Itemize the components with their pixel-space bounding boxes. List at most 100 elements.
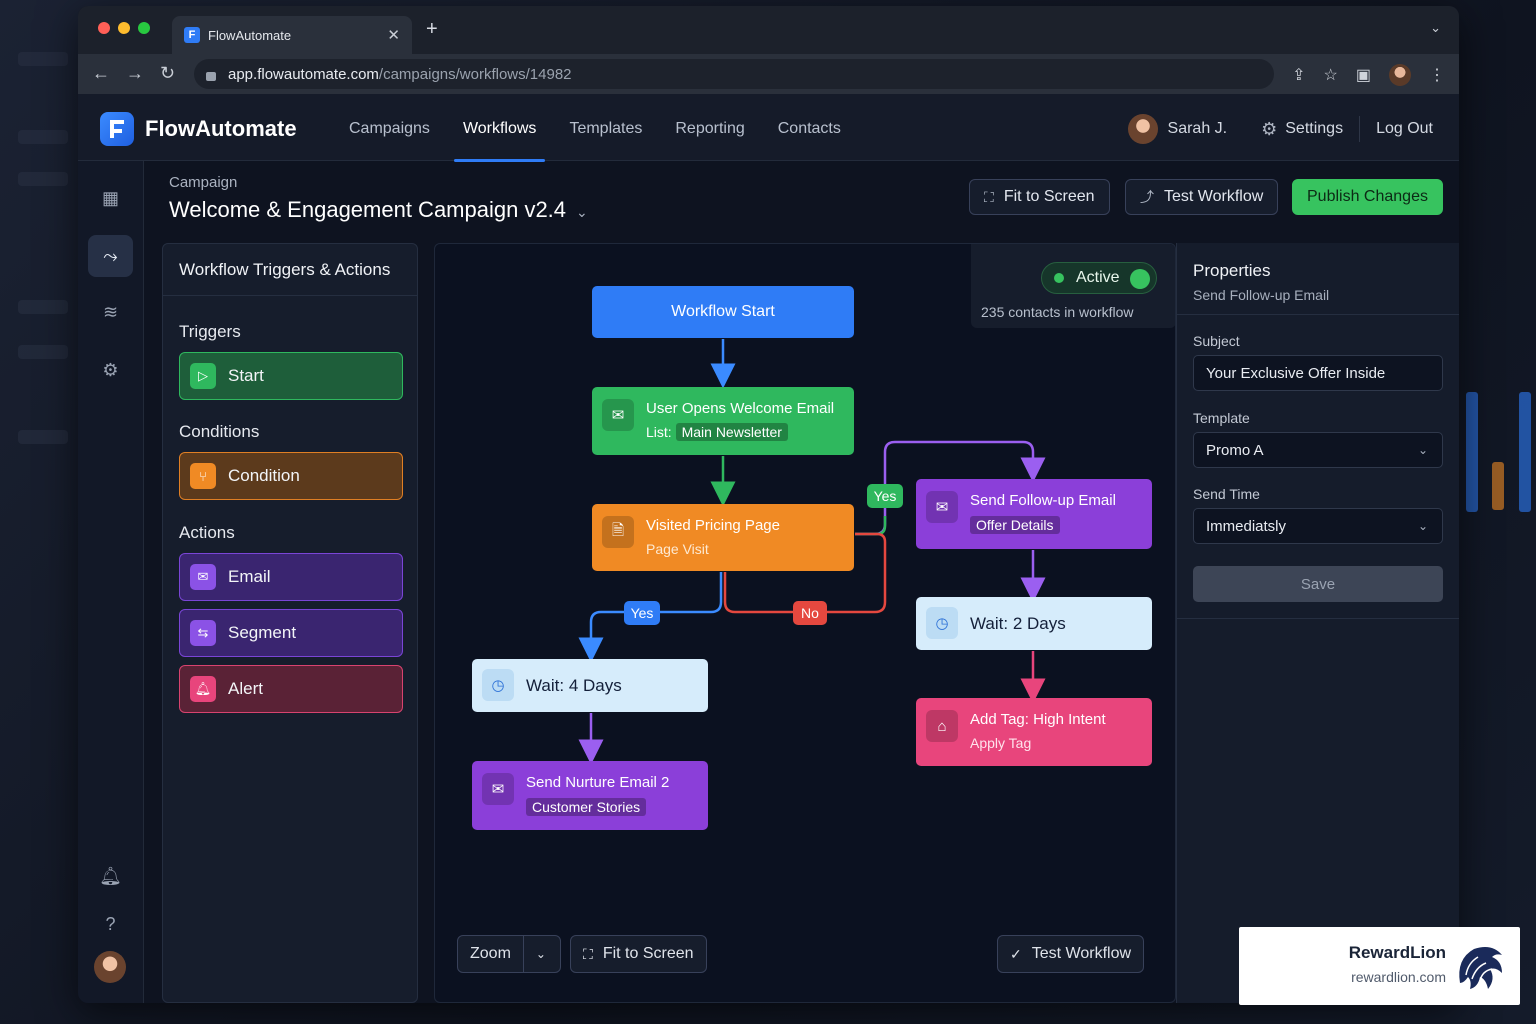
campaign-title[interactable]: Welcome & Engagement Campaign v2.4⌄ (169, 197, 588, 223)
palette-alert-action[interactable]: 🔔︎Alert (179, 665, 403, 713)
yes-branch-label: Yes (867, 484, 903, 508)
bg-blur-bar (1519, 392, 1531, 512)
sidebar-user-avatar[interactable] (94, 951, 126, 983)
fit-to-screen-button[interactable]: ⛶ Fit to Screen (969, 179, 1110, 215)
more-menu-icon[interactable]: ⋮ (1429, 67, 1445, 84)
palette-condition[interactable]: ⑂Condition (179, 452, 403, 500)
node-title: Send Nurture Email 2 (526, 774, 670, 791)
send-time-select[interactable]: Immediatsly⌄ (1193, 508, 1443, 544)
workflow-icon[interactable]: ⤳ (88, 235, 133, 277)
status-label: Active (1076, 269, 1120, 286)
workflow-canvas[interactable]: Active 235 contacts in workflow Workflow… (434, 243, 1176, 1003)
palette-label: Start (228, 366, 264, 385)
no-branch-label: No (793, 601, 827, 625)
chevron-down-icon: ⌄ (1417, 443, 1428, 457)
app-logo-icon[interactable] (100, 112, 134, 146)
publish-changes-button[interactable]: Publish Changes (1292, 179, 1443, 215)
expand-icon: ⛶ (984, 188, 994, 205)
node-workflow-start[interactable]: Workflow Start (592, 286, 854, 338)
node-add-tag-high-intent[interactable]: ⌂ Add Tag: High Intent Apply Tag (916, 698, 1152, 766)
rewardlion-watermark: RewardLion rewardlion.com (1239, 927, 1520, 1005)
maximize-window-button[interactable] (138, 22, 150, 34)
template-label: Template (1193, 410, 1250, 426)
fit-to-screen-label: Fit to Screen (1003, 188, 1095, 205)
test-workflow-button[interactable]: ⤴Test Workflow (1125, 179, 1279, 215)
url-path: /campaigns/workflows/14982 (378, 65, 572, 83)
bookmark-star-icon[interactable]: ☆ (1323, 67, 1338, 84)
node-visited-pricing-page[interactable]: 🗎 Visited Pricing Page Page Visit (592, 504, 854, 571)
node-user-opens-welcome-email[interactable]: ✉ User Opens Welcome Email List: Main Ne… (592, 387, 854, 455)
nav-templates[interactable]: Templates (569, 120, 643, 137)
check-circle-icon: ✓ (1010, 945, 1022, 962)
publish-label: Publish Changes (1307, 188, 1428, 205)
minimize-window-button[interactable] (118, 22, 130, 34)
nav-campaigns[interactable]: Campaigns (349, 120, 430, 137)
palette-email-action[interactable]: ✉Email (179, 553, 403, 601)
brand-name[interactable]: FlowAutomate (145, 116, 297, 141)
subject-label: Subject (1193, 333, 1240, 349)
settings-link[interactable]: Settings (1285, 120, 1344, 137)
nav-workflows[interactable]: Workflows (453, 120, 545, 162)
active-status-toggle[interactable]: Active (1041, 262, 1157, 294)
zoom-control[interactable]: Zoom ⌄ (457, 935, 561, 973)
address-bar[interactable]: app.flowautomate.com/campaigns/workflows… (194, 59, 1274, 89)
settings-icon[interactable]: ⚙ (102, 359, 119, 380)
logout-link[interactable]: Log Out (1376, 120, 1433, 137)
share-icon[interactable]: ⇪ (1292, 67, 1306, 84)
triggers-heading: Triggers (179, 322, 241, 341)
fit-label: Fit to Screen (602, 945, 694, 962)
forward-arrow-icon[interactable]: → (126, 63, 144, 83)
browser-toolbar: ← → ↻ app.flowautomate.com/campaigns/wor… (78, 54, 1459, 94)
campaign-label: Campaign (169, 174, 238, 191)
zoom-chevron-icon[interactable]: ⌄ (522, 936, 558, 972)
test-flow-icon: ⤴ (1140, 189, 1154, 205)
subject-input[interactable]: Your Exclusive Offer Inside (1193, 355, 1443, 391)
app-top-nav: FlowAutomate Campaigns Workflows Templat… (78, 94, 1459, 162)
node-wait-4-days[interactable]: ◷ Wait: 4 Days (472, 659, 708, 712)
node-title: Add Tag: High Intent (970, 711, 1106, 728)
user-avatar[interactable] (1127, 114, 1158, 144)
help-icon[interactable]: ? (105, 913, 116, 934)
sidebar-toggle-icon[interactable]: ▣ (1355, 67, 1371, 84)
clock-icon: ◷ (926, 607, 958, 639)
nav-reporting[interactable]: Reporting (675, 120, 745, 137)
node-wait-2-days[interactable]: ◷ Wait: 2 Days (916, 597, 1152, 650)
nav-contacts[interactable]: Contacts (777, 120, 841, 137)
browser-window: F FlowAutomate ✕ + ⌄ ← → ↻ app.flowautom… (78, 6, 1459, 1003)
palette-start-trigger[interactable]: ▷Start (179, 352, 403, 400)
canvas-fit-to-screen-button[interactable]: ⛶Fit to Screen (570, 935, 707, 973)
node-chip: Offer Details (970, 516, 1060, 534)
profile-avatar[interactable] (1389, 64, 1411, 86)
back-arrow-icon[interactable]: ← (92, 63, 110, 83)
chevron-down-icon[interactable]: ⌄ (576, 204, 588, 220)
main-menu: Campaigns Workflows Templates Reporting … (349, 120, 874, 162)
template-select[interactable]: Promo A⌄ (1193, 432, 1443, 468)
user-area: Sarah J. ⚙ Settings Log Out (1127, 114, 1433, 144)
save-button[interactable]: Save (1193, 566, 1443, 602)
palette-label: Segment (228, 623, 297, 642)
canvas-test-workflow-button[interactable]: ✓Test Workflow (997, 935, 1145, 973)
close-window-button[interactable] (98, 22, 110, 34)
layers-icon[interactable]: ≋ (102, 301, 119, 322)
branch-icon: ⑂ (190, 463, 216, 489)
close-tab-icon[interactable]: ✕ (387, 27, 400, 44)
actions-heading: Actions (179, 523, 235, 542)
connector (855, 516, 887, 536)
notification-bell-icon[interactable]: 🔔︎ (99, 865, 122, 886)
send-time-label: Send Time (1193, 486, 1260, 502)
browser-tab[interactable]: F FlowAutomate ✕ (172, 16, 412, 54)
watermark-name: RewardLion (1348, 943, 1446, 962)
user-name[interactable]: Sarah J. (1167, 120, 1228, 137)
bg-blur-item (18, 52, 68, 66)
palette-segment-action[interactable]: ⇆Segment (179, 609, 403, 657)
new-tab-icon[interactable]: + (426, 18, 438, 40)
node-send-nurture-email-2[interactable]: ✉ Send Nurture Email 2 Customer Stories (472, 761, 708, 830)
reload-icon[interactable]: ↻ (160, 63, 176, 83)
node-chip: Main Newsletter (675, 423, 788, 441)
dashboard-grid-icon[interactable]: ▦ (101, 187, 119, 208)
tab-list-chevron-icon[interactable]: ⌄ (1430, 20, 1441, 35)
settings-gear-icon[interactable]: ⚙ (1261, 118, 1278, 139)
node-send-follow-up-email[interactable]: ✉ Send Follow-up Email Offer Details (916, 479, 1152, 549)
icon-sidebar: ▦ ⤳ ≋ ⚙ 🔔︎ ? (78, 161, 144, 1003)
clock-icon: ◷ (482, 669, 514, 701)
